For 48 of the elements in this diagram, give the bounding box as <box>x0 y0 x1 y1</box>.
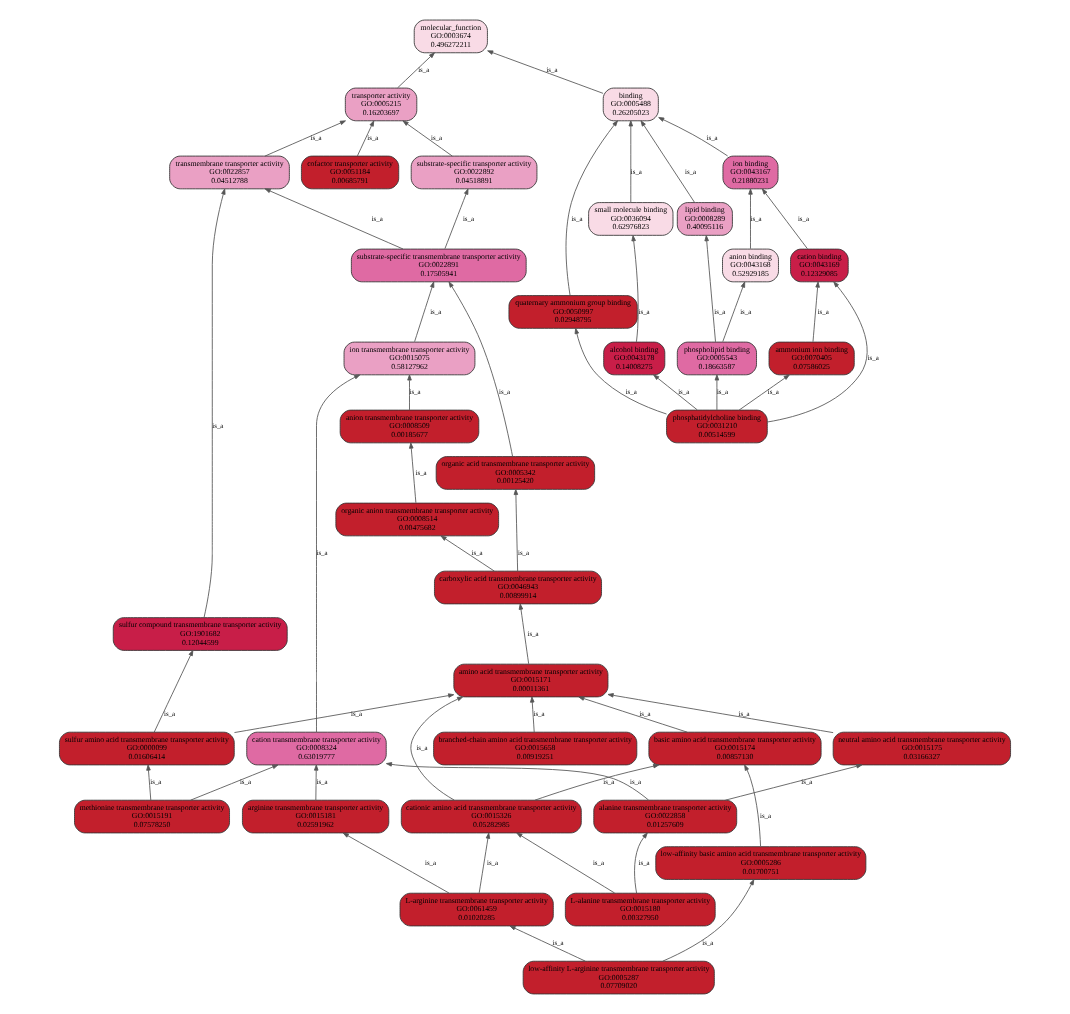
arrow <box>146 764 152 801</box>
arrow <box>658 117 729 157</box>
arrow <box>725 764 863 801</box>
arrow <box>509 925 586 962</box>
arrow <box>410 696 464 801</box>
arrow <box>414 281 435 343</box>
arrow <box>662 879 755 962</box>
arrow <box>534 763 660 801</box>
arrow <box>812 281 820 343</box>
arrow <box>203 188 226 618</box>
arrow <box>631 235 639 343</box>
arrow <box>704 235 716 343</box>
arrow <box>607 693 834 734</box>
arrow <box>513 488 519 572</box>
arrow <box>714 374 720 411</box>
arrow <box>478 832 491 894</box>
arrow <box>653 374 698 411</box>
arrow <box>234 693 455 733</box>
arrow <box>722 281 746 343</box>
arrow <box>518 603 530 665</box>
arrow <box>628 120 634 203</box>
arrow <box>738 374 790 411</box>
arrow <box>402 120 453 157</box>
arrow <box>634 832 648 894</box>
arrow <box>342 832 450 894</box>
arrow <box>444 188 469 250</box>
arrow <box>578 696 688 733</box>
arrow <box>448 281 513 457</box>
arrow <box>190 764 279 801</box>
arrow <box>264 188 404 250</box>
arrow <box>744 764 761 847</box>
arrow <box>407 374 412 411</box>
arrow <box>748 188 753 250</box>
arrow <box>264 120 346 157</box>
arrow <box>397 52 435 89</box>
arrow <box>640 120 695 203</box>
arrow <box>516 832 616 894</box>
arrow <box>761 188 808 250</box>
arrow <box>316 374 361 733</box>
arrow <box>153 650 194 733</box>
arrow <box>487 50 604 94</box>
arrow <box>314 764 319 801</box>
arrow <box>409 442 417 504</box>
arrow <box>530 696 535 733</box>
arrow <box>385 762 650 801</box>
arrow <box>565 120 618 296</box>
arrow <box>440 535 495 572</box>
arrow <box>357 120 375 157</box>
